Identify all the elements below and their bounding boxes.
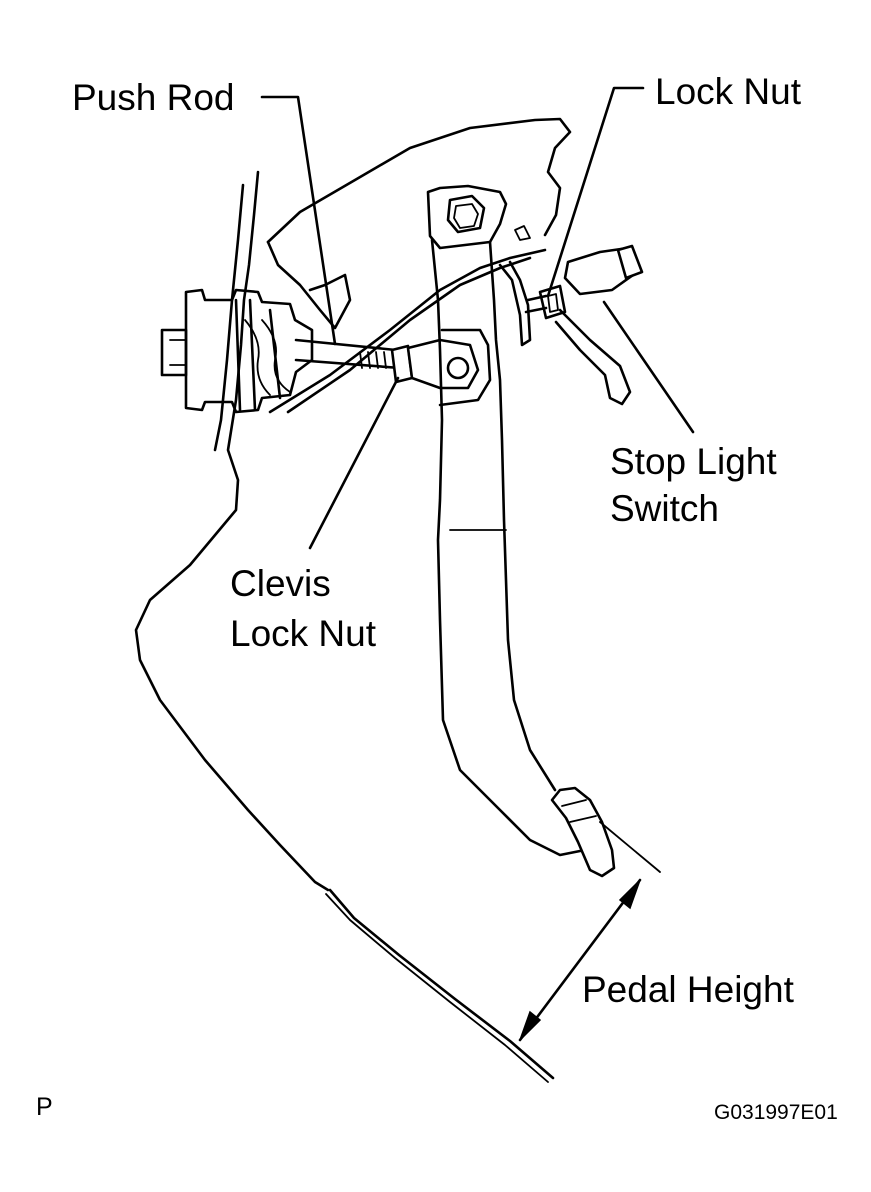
master-cylinder-mount [160,288,402,414]
clevis [390,338,480,390]
push-rod-leader [260,95,337,346]
stop-light-switch-label-line1: Stop Light [610,441,777,482]
pedal-pad [550,786,616,878]
pedal-bracket [266,117,572,414]
lock-nut-leader [546,86,645,298]
leader-lines [260,86,695,550]
pedal-height-label: Pedal Height [582,969,794,1010]
push-rod-label: Push Rod [72,77,235,118]
stop-light-switch-leader [602,300,695,434]
figure-code: G031997E01 [714,1101,838,1124]
pedal-lever [426,184,587,857]
corner-mark: P [36,1093,53,1121]
stop-light-switch-label-line2: Switch [610,488,719,529]
pedal-height-dimension [518,821,661,1042]
stop-light-switch [524,244,644,406]
clevis-lock-nut-label-line2: Lock Nut [230,613,377,654]
lock-nut-label: Lock Nut [655,71,802,112]
dash-panel-outline [134,170,555,1083]
pivot-bolt [446,194,486,234]
clevis-lock-nut-label-line1: Clevis [230,563,331,604]
clevis-lock-nut-leader [308,376,400,550]
